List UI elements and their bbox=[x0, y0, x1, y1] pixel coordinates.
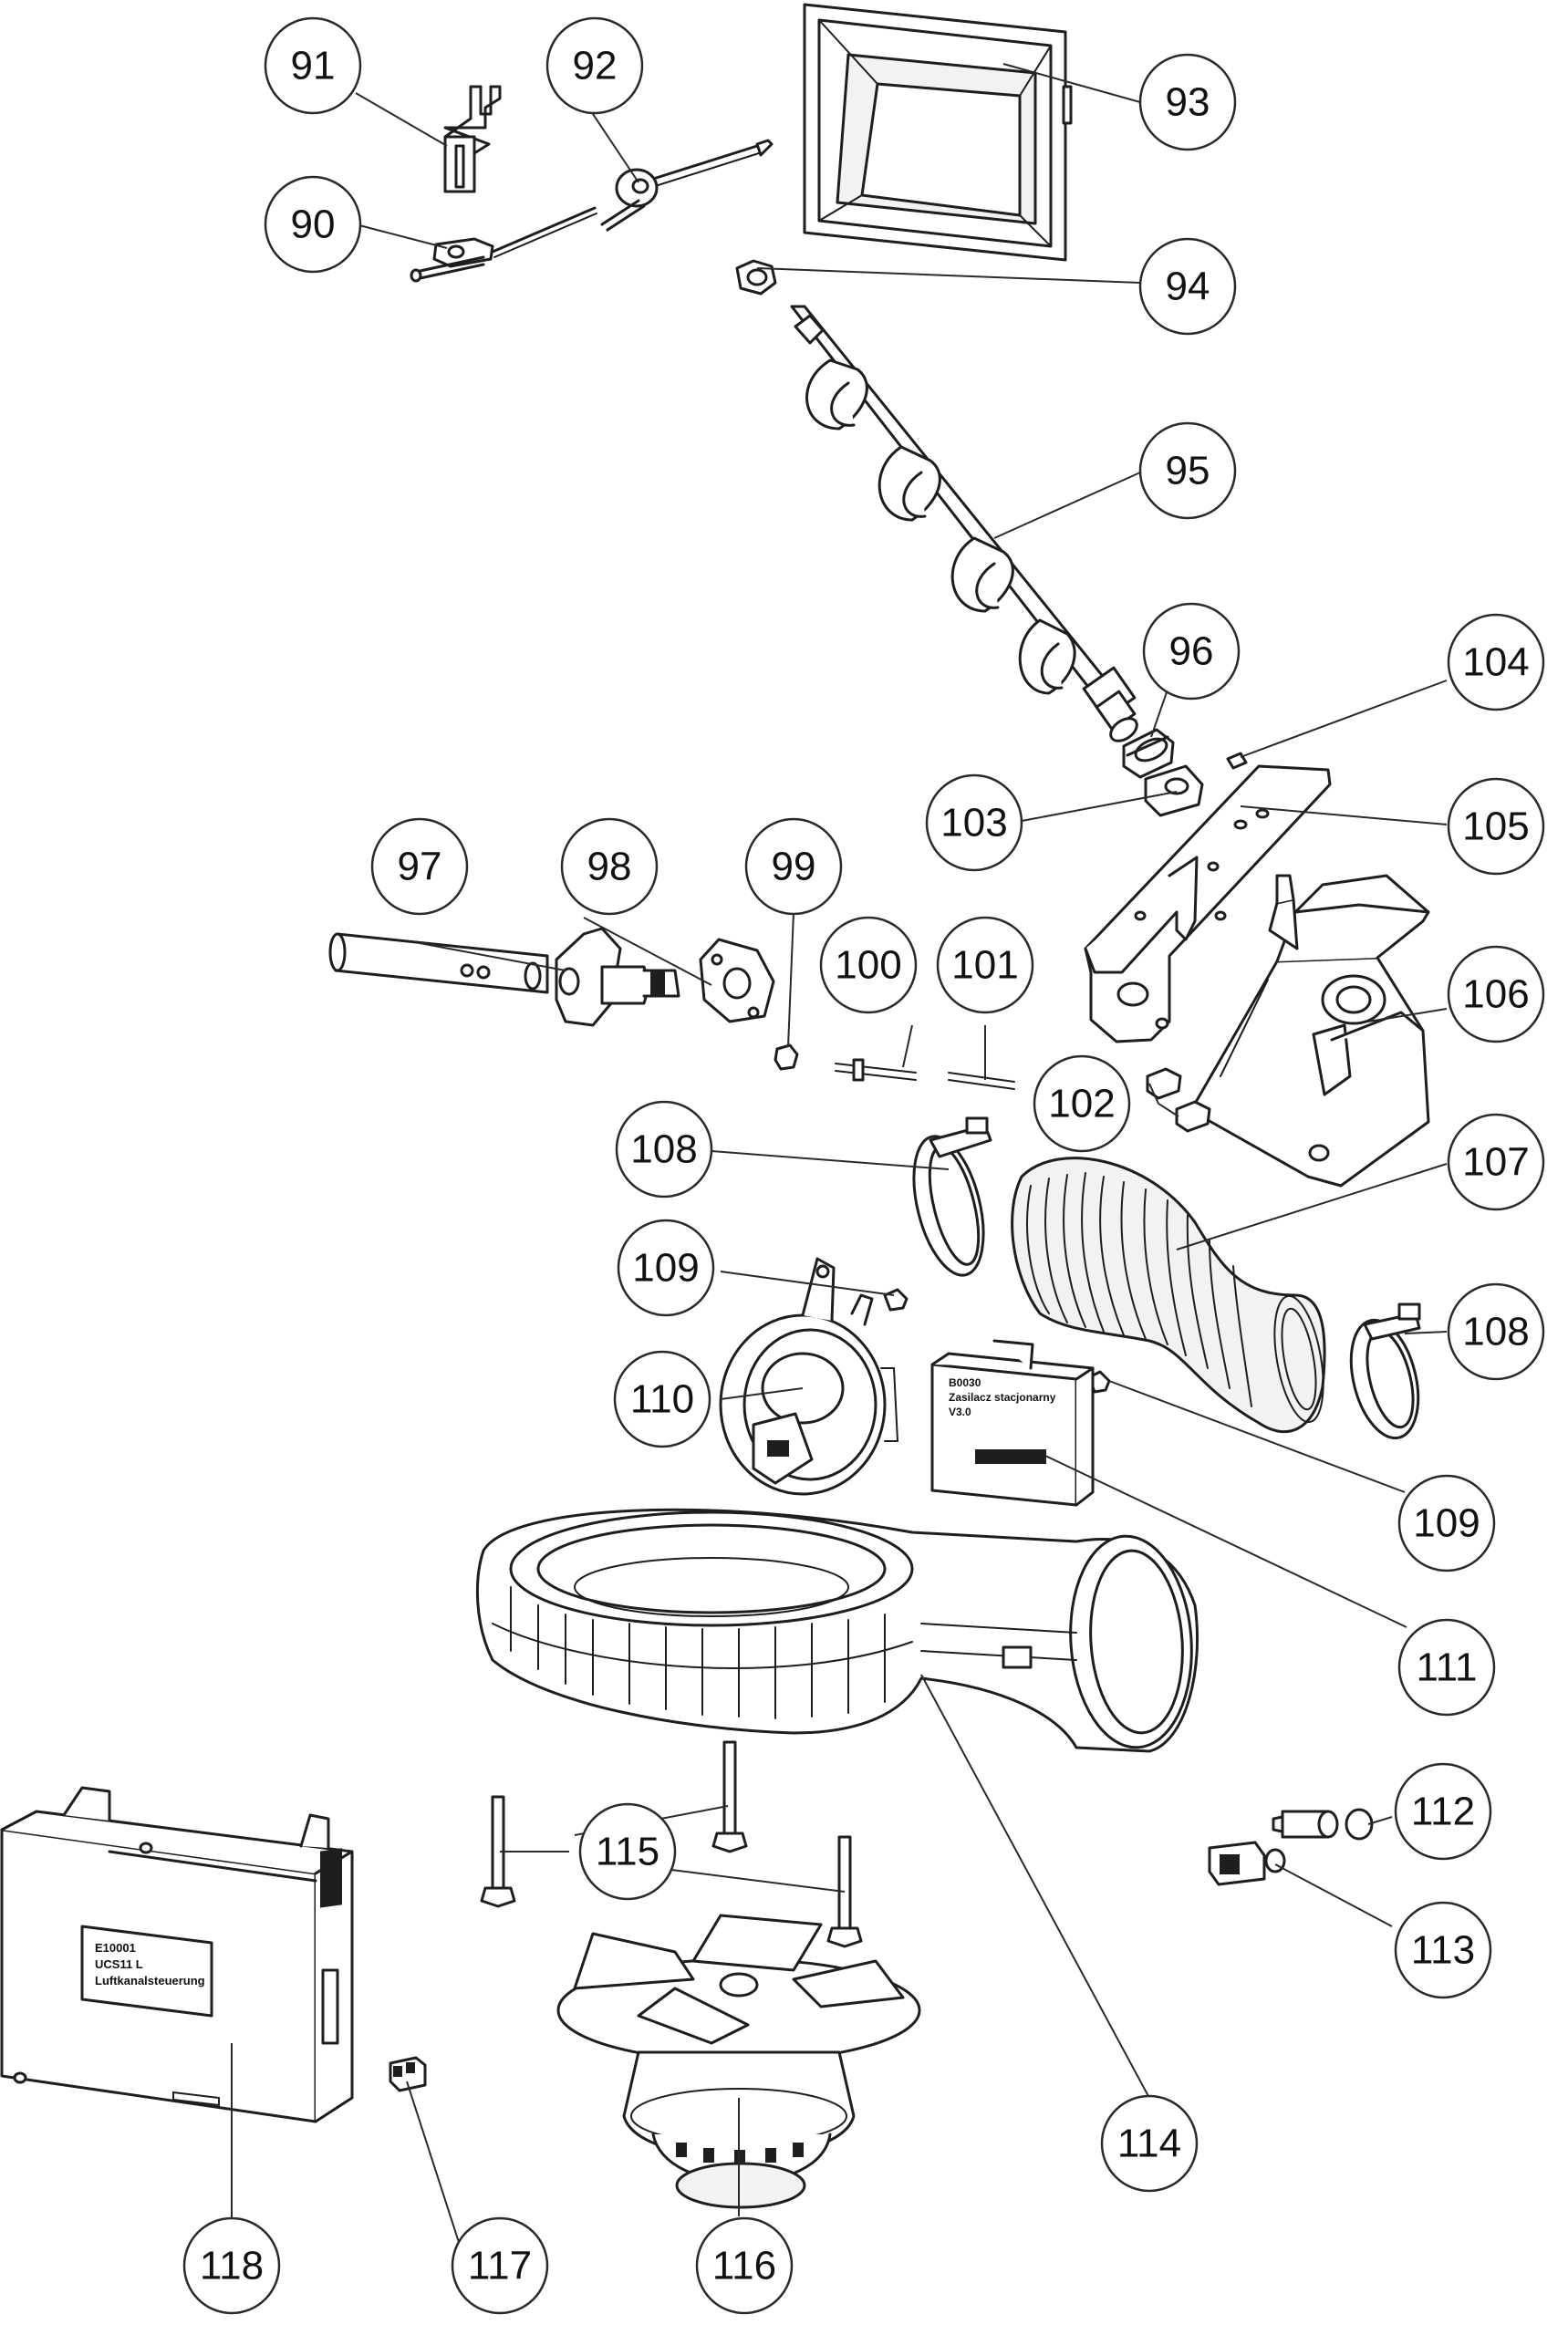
module-111-label-line-2: Zasilacz stacjonarny bbox=[949, 1391, 1056, 1404]
callout-94: 94 bbox=[1138, 237, 1237, 336]
part-108-clamp-left bbox=[912, 1116, 992, 1277]
callout-99: 99 bbox=[744, 817, 843, 916]
callout-97: 97 bbox=[370, 817, 469, 916]
callout-116-label: 116 bbox=[712, 2244, 776, 2288]
callout-118: 118 bbox=[182, 2216, 281, 2315]
controller-118-label-line-3: Luftkanalsteuerung bbox=[95, 1974, 205, 1987]
callout-92: 92 bbox=[545, 16, 644, 115]
callout-95-label: 95 bbox=[1166, 449, 1210, 493]
part-111-module: B0030 Zasilacz stacjonarny V3.0 bbox=[930, 1339, 1095, 1507]
callout-103-label: 103 bbox=[940, 801, 1007, 846]
callout-107: 107 bbox=[1447, 1113, 1545, 1211]
part-92-rod bbox=[600, 139, 774, 232]
part-91-bracket bbox=[443, 85, 502, 193]
callout-109-lower-label: 109 bbox=[1413, 1501, 1480, 1546]
callout-112: 112 bbox=[1394, 1762, 1492, 1861]
callout-95: 95 bbox=[1138, 421, 1237, 520]
callout-107-label: 107 bbox=[1462, 1140, 1529, 1185]
callout-101: 101 bbox=[936, 916, 1034, 1014]
callout-113: 113 bbox=[1394, 1901, 1492, 1999]
part-114-fan-housing bbox=[475, 1508, 1199, 1753]
part-97-burner-tube bbox=[328, 927, 680, 1027]
callout-111-label: 111 bbox=[1417, 1645, 1478, 1690]
callout-109-upper-label: 109 bbox=[632, 1246, 699, 1291]
callout-108-right-label: 108 bbox=[1462, 1310, 1529, 1354]
part-113-switch bbox=[1208, 1841, 1286, 1886]
callout-99-label: 99 bbox=[772, 845, 816, 889]
part-106-motor bbox=[1193, 874, 1430, 1188]
callout-117-label: 117 bbox=[468, 2244, 532, 2288]
callout-109-upper: 109 bbox=[617, 1219, 715, 1317]
callout-106-label: 106 bbox=[1462, 972, 1529, 1017]
part-115-bolts bbox=[480, 1740, 863, 1948]
callout-100-label: 100 bbox=[835, 943, 901, 988]
callout-108-left-label: 108 bbox=[630, 1127, 697, 1172]
callout-109-lower: 109 bbox=[1397, 1474, 1496, 1572]
part-112-plug bbox=[1272, 1808, 1374, 1841]
part-117-connector bbox=[389, 2056, 427, 2092]
callout-96: 96 bbox=[1142, 602, 1241, 700]
part-105-bracket bbox=[1084, 764, 1332, 1043]
callout-103: 103 bbox=[925, 773, 1023, 872]
callout-114-label: 114 bbox=[1117, 2122, 1181, 2166]
callout-92-label: 92 bbox=[573, 44, 618, 88]
part-94-nut bbox=[735, 259, 777, 296]
callout-102: 102 bbox=[1033, 1054, 1131, 1153]
callout-112-label: 112 bbox=[1411, 1790, 1475, 1834]
part-103-spacer bbox=[1144, 764, 1204, 817]
callout-104: 104 bbox=[1447, 613, 1545, 711]
callout-116: 116 bbox=[695, 2216, 794, 2315]
callout-115: 115 bbox=[578, 1802, 677, 1901]
callout-111: 111 bbox=[1397, 1618, 1496, 1717]
callout-106: 106 bbox=[1447, 945, 1545, 1043]
callout-91-label: 91 bbox=[291, 44, 336, 88]
part-118-controller: E10001 UCS11 L Luftkanalsteuerung bbox=[0, 1786, 354, 2123]
callout-101-label: 101 bbox=[951, 943, 1018, 988]
callout-94-label: 94 bbox=[1166, 265, 1210, 309]
callout-96-label: 96 bbox=[1169, 629, 1214, 674]
callout-93: 93 bbox=[1138, 53, 1237, 151]
callout-90-label: 90 bbox=[291, 202, 336, 247]
part-102-nuts bbox=[1146, 1067, 1211, 1133]
callout-98: 98 bbox=[560, 817, 659, 916]
callout-108-right: 108 bbox=[1447, 1282, 1545, 1381]
callout-97-label: 97 bbox=[398, 845, 442, 889]
callout-118-label: 118 bbox=[200, 2244, 264, 2288]
callout-108-left: 108 bbox=[615, 1100, 713, 1199]
leader-lines bbox=[231, 63, 1448, 2263]
callout-105: 105 bbox=[1447, 777, 1545, 876]
part-107-hose bbox=[1011, 1157, 1326, 1433]
callout-115-label: 115 bbox=[596, 1830, 659, 1874]
callout-104-label: 104 bbox=[1462, 640, 1529, 685]
part-100-101-wires bbox=[835, 1058, 1015, 1090]
callout-105-label: 105 bbox=[1462, 804, 1529, 849]
part-95-auger bbox=[790, 305, 1138, 742]
callout-110-label: 110 bbox=[630, 1377, 694, 1422]
part-98-gasket bbox=[699, 938, 775, 1023]
module-111-label-line-3: V3.0 bbox=[949, 1406, 971, 1418]
callout-117: 117 bbox=[451, 2216, 549, 2315]
part-110-pressure-switch bbox=[719, 1257, 899, 1496]
callout-102-label: 102 bbox=[1048, 1082, 1115, 1126]
callout-110: 110 bbox=[613, 1350, 711, 1448]
callout-91: 91 bbox=[264, 16, 362, 115]
controller-118-label-line-2: UCS11 L bbox=[95, 1957, 143, 1971]
part-108-clamp-right bbox=[1349, 1302, 1421, 1440]
part-93-hopper bbox=[803, 3, 1073, 262]
callout-114: 114 bbox=[1100, 2094, 1199, 2193]
callout-93-label: 93 bbox=[1166, 80, 1210, 125]
part-90-rod bbox=[410, 206, 597, 283]
callout-113-label: 113 bbox=[1411, 1928, 1475, 1973]
module-111-label-line-1: B0030 bbox=[949, 1376, 981, 1389]
callout-98-label: 98 bbox=[587, 845, 632, 889]
controller-118-label-line-1: E10001 bbox=[95, 1941, 136, 1955]
callout-100: 100 bbox=[819, 916, 918, 1014]
part-96-bushing bbox=[1122, 728, 1175, 779]
part-99-nut bbox=[774, 1043, 799, 1071]
callout-90: 90 bbox=[264, 175, 362, 274]
